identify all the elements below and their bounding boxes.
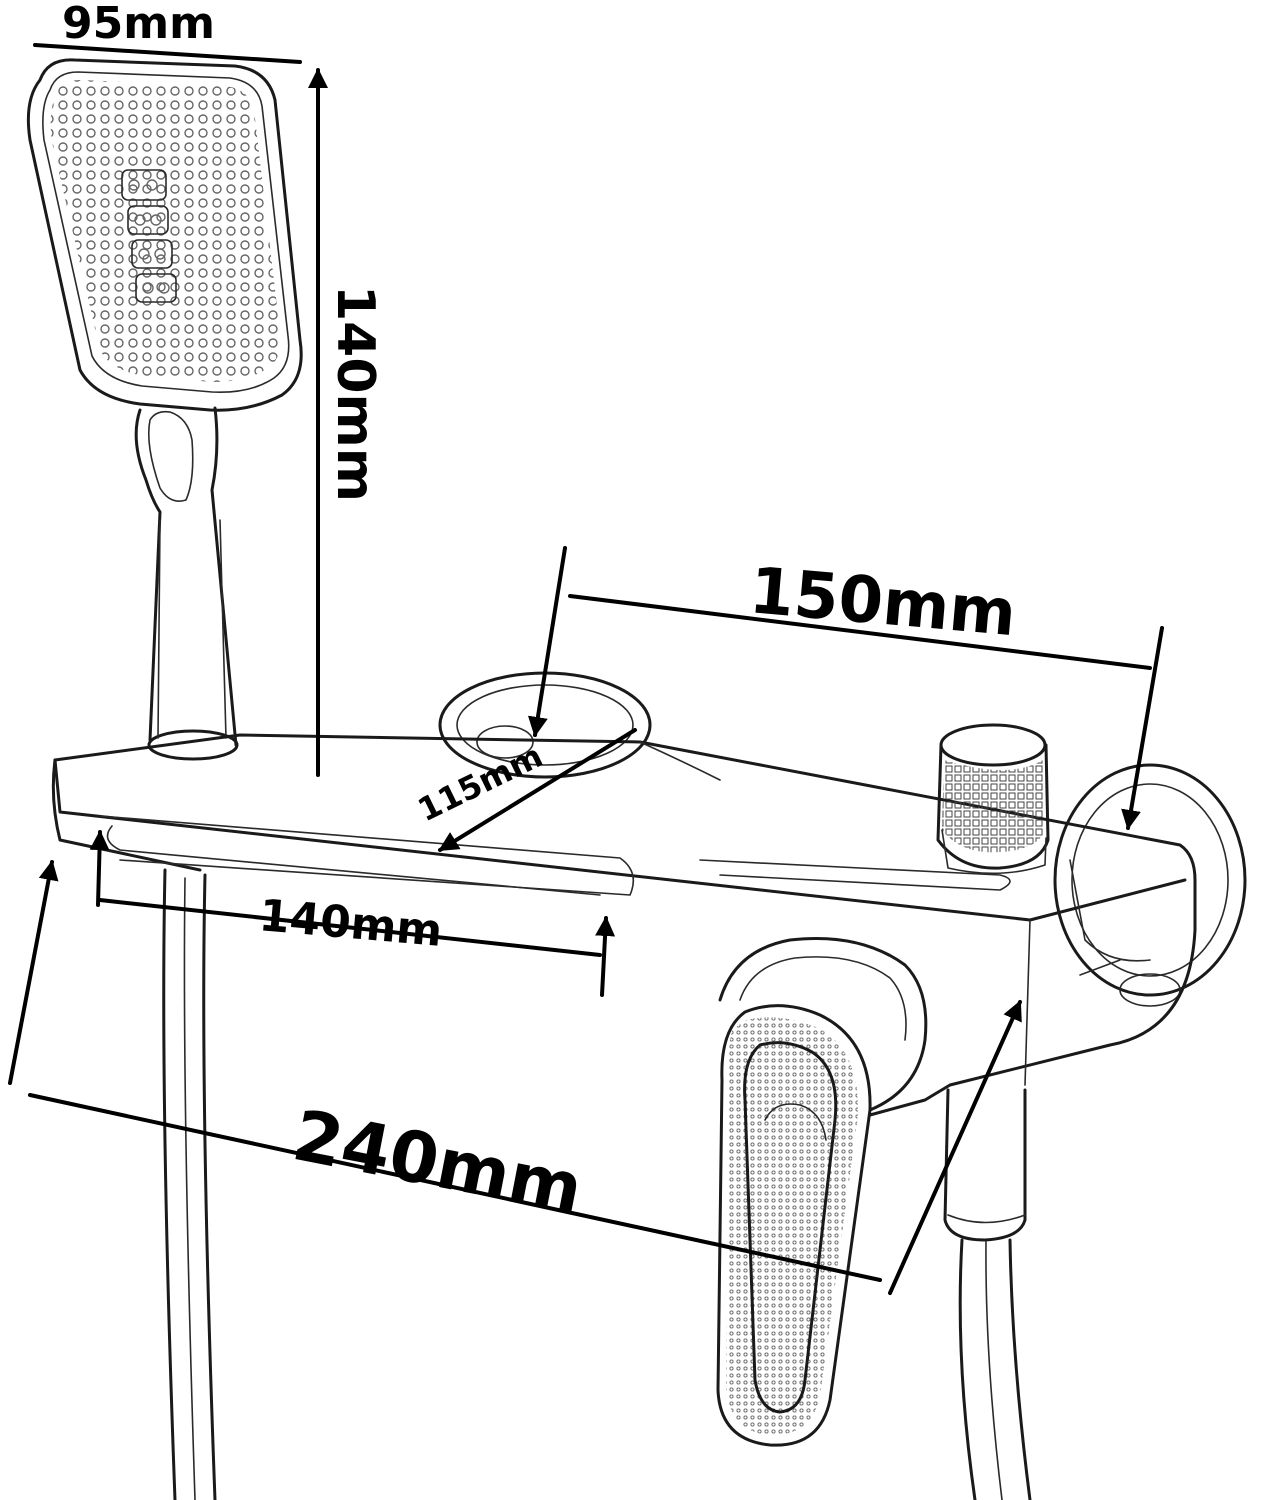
left-wall-flange (438, 671, 652, 779)
hand-shower-head (26, 58, 303, 412)
label-spout-width: 140mm (257, 890, 444, 957)
dimension-140mm-spout (89, 830, 616, 997)
dimension-150mm (527, 546, 1164, 830)
hand-shower-handle (134, 406, 239, 761)
label-total-length: 240mm (287, 1094, 589, 1230)
shower-hose (162, 868, 217, 1500)
dimension-95mm (33, 43, 302, 64)
center-nozzle-cluster (121, 169, 177, 303)
bottom-outlet-hose (943, 1088, 1032, 1500)
label-head-height: 140mm (325, 285, 385, 502)
diverter-knob (936, 723, 1050, 875)
right-wall-flange (1053, 763, 1247, 1007)
dimension-115mm (438, 728, 637, 852)
mixer-lever (716, 936, 928, 1447)
dimension-240mm (8, 860, 1022, 1295)
label-head-width: 95mm (62, 0, 215, 49)
label-outlet-spacing: 150mm (747, 554, 1019, 651)
mixer-body (51, 733, 1197, 1117)
